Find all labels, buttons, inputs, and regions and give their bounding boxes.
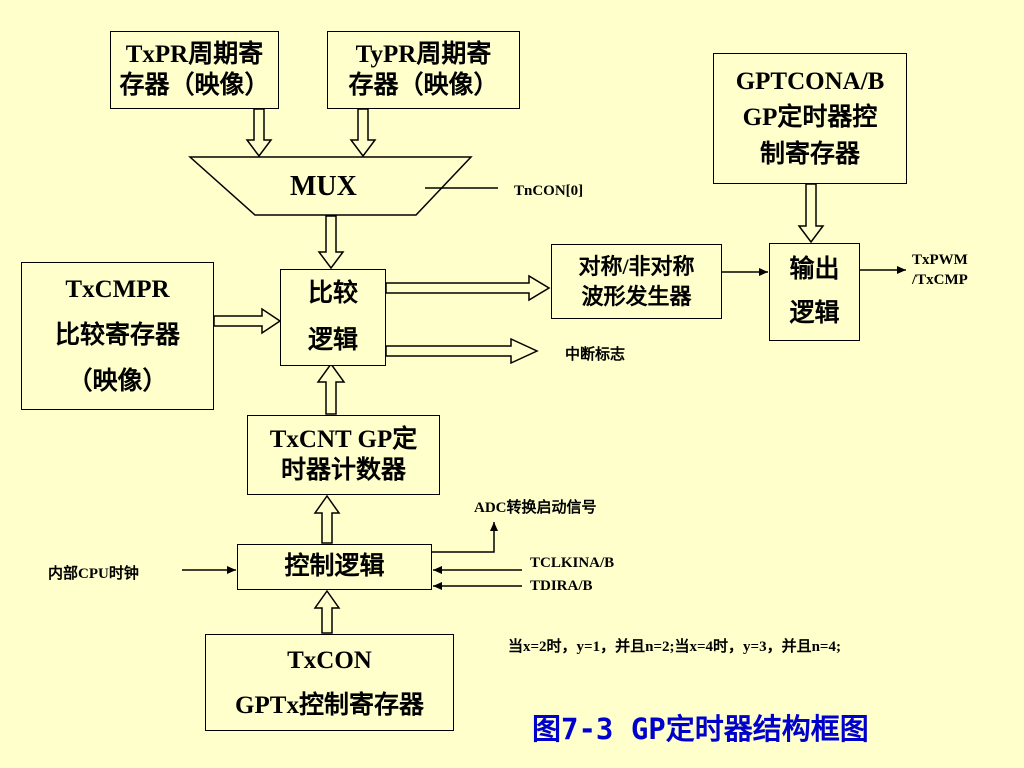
control-logic-box: 控制逻辑 (237, 544, 432, 590)
waveform-line-2: 波形发生器 (581, 283, 692, 309)
compare-logic-box: 比较 逻辑 (280, 269, 386, 366)
txpwm-line-2: /TxCMP (912, 272, 968, 289)
waveform-line-1: 对称/非对称 (578, 253, 695, 279)
arrow-txcon-control (313, 589, 341, 634)
txcmpr-register-box: TxCMPR 比较寄存器 （映像） (21, 262, 214, 410)
gptcon-register-box: GPTCONA/B GP定时器控 制寄存器 (713, 53, 907, 184)
arrow-compare-waveform (385, 274, 551, 302)
arrow-compare-interrupt (385, 337, 539, 365)
arrow-txpr-mux (245, 108, 273, 158)
txcmpr-line-3: （映像） (67, 368, 168, 396)
mux-shape (188, 156, 473, 216)
txcmpr-line-1: TxCMPR (65, 275, 170, 303)
gptcon-line-1: GPTCONA/B (735, 68, 885, 96)
typr-line-2: 存器（映像） (348, 72, 499, 99)
txpwm-label: TxPWM /TxCMP (912, 250, 968, 291)
txcnt-line-1: TxCNT GP定 (269, 425, 418, 453)
arrow-txcmpr-compare (213, 307, 282, 335)
control-label: 控制逻辑 (284, 553, 385, 581)
compare-line-1: 比较 (307, 280, 358, 308)
tdir-label: TDIRA/B (530, 578, 593, 594)
typr-line-1: TyPR周期寄 (355, 40, 492, 68)
txcon-register-box: TxCON GPTx控制寄存器 (205, 634, 454, 731)
txcnt-line-2: 时器计数器 (280, 457, 406, 484)
compare-line-2: 逻辑 (307, 326, 358, 354)
arrow-gptcon-output (797, 183, 825, 244)
txpr-register-box: TxPR周期寄 存器（映像） (110, 31, 279, 109)
txcon-line-2: GPTx控制寄存器 (235, 691, 424, 719)
output-line-1: 输出 (789, 256, 840, 284)
cpu-clock-label: 内部CPU时钟 (48, 566, 139, 582)
adc-start-label: ADC转换启动信号 (474, 500, 597, 516)
output-logic-box: 输出 逻辑 (769, 243, 860, 341)
arrow-control-txcnt (313, 494, 341, 544)
txcmpr-line-2: 比较寄存器 (54, 321, 180, 349)
txcnt-counter-box: TxCNT GP定 时器计数器 (247, 415, 440, 495)
interrupt-flag-label: 中断标志 (565, 347, 626, 363)
note-text: 当x=2时，y=1，并且n=2;当x=4时，y=3，并且n=4; (508, 639, 841, 655)
arrow-control-adc (432, 522, 498, 553)
txpr-line-2: 存器（映像） (119, 72, 270, 99)
arrow-mux-compare (317, 215, 345, 270)
arrow-txcnt-compare (316, 362, 346, 415)
gptcon-line-3: 制寄存器 (759, 140, 860, 168)
arrow-typr-mux (349, 108, 377, 158)
txpr-line-1: TxPR周期寄 (125, 40, 264, 68)
tclkin-label: TCLKINA/B (530, 555, 615, 571)
txcon-line-1: TxCON (287, 646, 372, 674)
waveform-generator-box: 对称/非对称 波形发生器 (551, 244, 722, 319)
figure-caption: 图7-3 GP定时器结构框图 (532, 712, 869, 746)
typr-register-box: TyPR周期寄 存器（映像） (327, 31, 520, 109)
tncon-label: TnCON[0] (514, 183, 584, 199)
gptcon-line-2: GP定时器控 (742, 104, 878, 132)
txpwm-line-1: TxPWM (912, 252, 968, 268)
mux-label: MUX (290, 171, 357, 202)
output-line-2: 逻辑 (789, 300, 840, 327)
